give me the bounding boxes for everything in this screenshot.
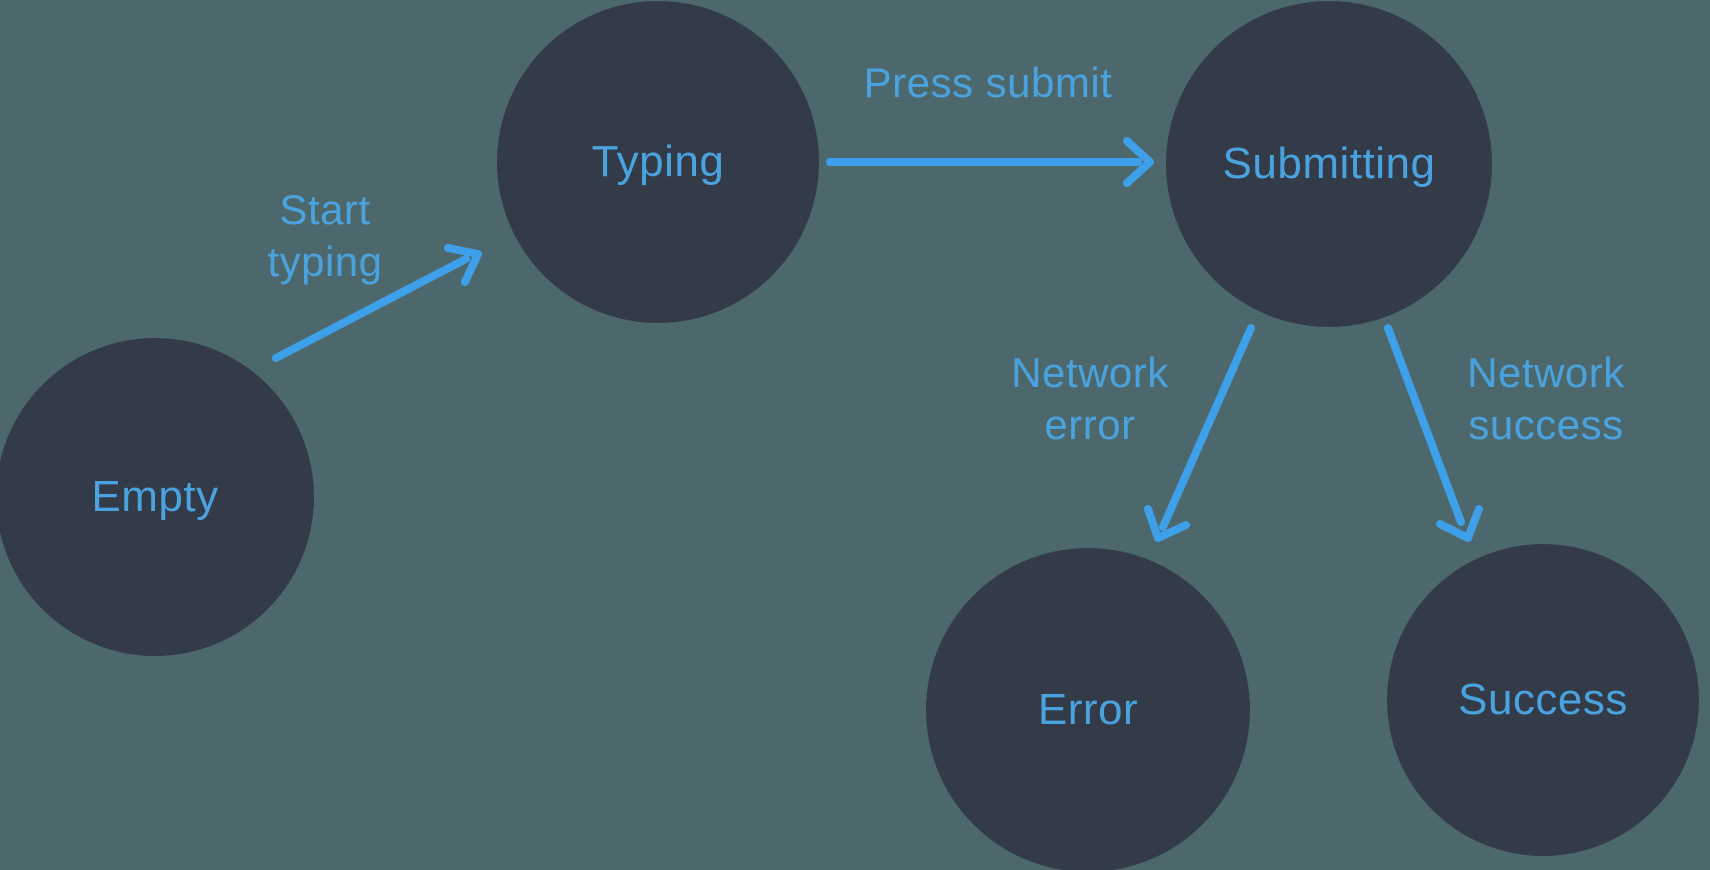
transition-arrow-start-typing: [272, 244, 482, 362]
transition-arrow-network-error: [1144, 324, 1255, 542]
transition-label-start-typing: Start typing: [267, 186, 383, 285]
state-node-submitting: Submitting: [1166, 1, 1492, 327]
state-node-empty: Empty: [0, 338, 314, 656]
transition-label-network-error: Network error: [1011, 349, 1169, 448]
state-label-error: Error: [1037, 685, 1139, 734]
state-label-empty: Empty: [91, 472, 219, 521]
state-label-typing: Typing: [591, 137, 725, 186]
transition-label-network-success: Network success: [1467, 349, 1625, 448]
state-label-success: Success: [1458, 675, 1628, 724]
state-node-error: Error: [926, 548, 1250, 870]
state-node-typing: Typing: [497, 1, 819, 323]
transition-arrow-press-submit: [826, 137, 1154, 187]
transition-label-press-submit: Press submit: [863, 59, 1113, 106]
state-node-success: Success: [1387, 544, 1699, 856]
transition-arrow-network-success: [1384, 324, 1483, 542]
state-label-submitting: Submitting: [1222, 139, 1436, 188]
